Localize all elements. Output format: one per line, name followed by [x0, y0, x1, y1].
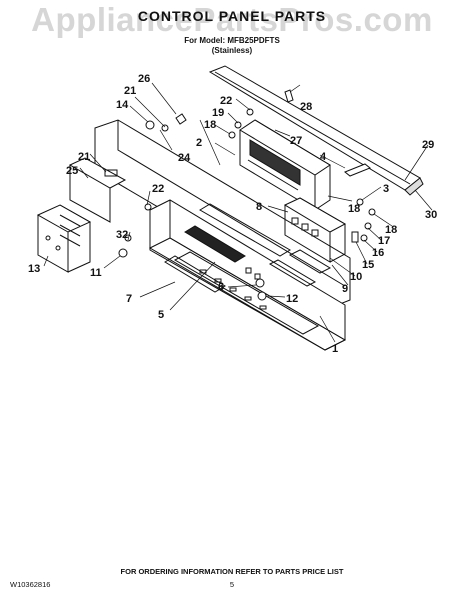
callout-24: 21 [124, 85, 136, 97]
ui-board [283, 197, 347, 263]
screw-23 [144, 203, 152, 211]
callout-4: 4 [320, 151, 327, 163]
callout-8: 8 [256, 201, 262, 213]
connector-4 [344, 163, 371, 177]
keypad-overlay [148, 237, 347, 351]
console-panel [94, 119, 351, 351]
callout-9: 9 [342, 283, 348, 295]
callout-12: 12 [286, 293, 298, 305]
screw-29 [284, 89, 294, 103]
screw-32 [124, 234, 132, 242]
button-6 [255, 278, 265, 288]
callout-11: 11 [90, 267, 102, 279]
callout-5: 5 [158, 309, 164, 321]
callout-7: 7 [126, 293, 132, 305]
callout-3: 3 [383, 183, 389, 195]
control-board [239, 119, 331, 211]
callout-2: 2 [196, 137, 202, 149]
document-number: W10362816 [10, 580, 51, 589]
callout-25: 24 [178, 152, 191, 164]
screw-14 [145, 120, 155, 130]
callout-10: 10 [350, 271, 362, 283]
screw-3 [356, 198, 364, 206]
screw-16 [360, 234, 368, 242]
callout-17: 17 [378, 235, 390, 247]
callout-16: 16 [372, 247, 384, 259]
bracket-15 [351, 231, 359, 243]
callout-1: 1 [332, 343, 338, 355]
screw-17 [364, 222, 372, 230]
top-trim-strip [208, 65, 424, 196]
button-12 [257, 291, 267, 301]
callout-23: 22 [152, 183, 164, 195]
callout-19: 18 [204, 119, 216, 131]
screw-18 [368, 208, 376, 216]
left-bracket [68, 157, 127, 223]
callout-22: 21 [78, 151, 90, 163]
screw-19 [228, 131, 236, 139]
screw-21 [246, 108, 254, 116]
callout-20: 19 [212, 107, 224, 119]
page-title: CONTROL PANEL PARTS [137, 8, 327, 24]
page-number: 5 [229, 580, 235, 589]
model-line: For Model: MFB25PDFTS [184, 36, 280, 45]
callout-18a: 18 [348, 203, 360, 215]
screw-24 [161, 124, 169, 132]
screw-20 [234, 121, 242, 129]
ordering-note: FOR ORDERING INFORMATION REFER TO PARTS … [120, 567, 344, 576]
callout-15: 15 [362, 259, 374, 271]
callout-18b: 18 [385, 224, 397, 236]
watermark: AppliancePartsPros.com [31, 1, 433, 38]
callout-30: 29 [422, 139, 434, 151]
clip-27 [175, 113, 187, 125]
callout-14: 14 [116, 99, 129, 111]
module-13 [36, 204, 92, 273]
callout-27: 26 [138, 73, 150, 85]
callout-21: 22 [220, 95, 232, 107]
callout-13: 13 [28, 263, 40, 275]
variant-line: (Stainless) [211, 46, 253, 55]
callout-26: 25 [66, 165, 78, 177]
callout-28: 27 [290, 135, 302, 147]
callout-32: 32 [116, 229, 128, 241]
knob-11 [118, 248, 128, 258]
callout-29: 28 [300, 101, 312, 113]
callout-6: 6 [218, 281, 224, 293]
callout-31: 30 [425, 209, 437, 221]
